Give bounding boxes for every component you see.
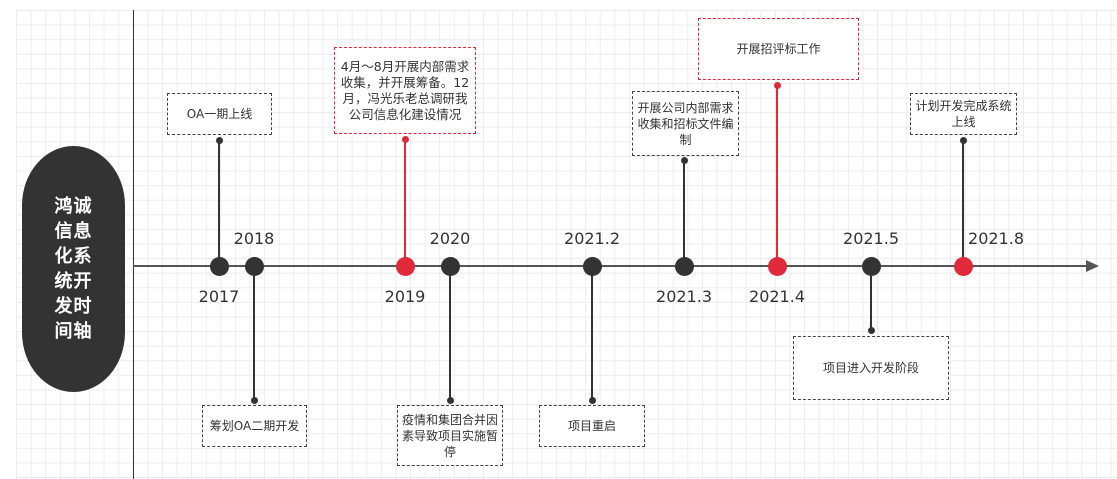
node-2020[interactable] (440, 257, 460, 276)
event-box-2019[interactable]: 4月～8月开展内部需求收集，并开展筹备。12月，冯光乐老总调研我公司信息化建设情… (334, 47, 476, 134)
event-box-2021-8[interactable]: 计划开发完成系统上线 (910, 93, 1017, 135)
connector-2018 (253, 266, 255, 400)
timeline-title[interactable]: 鸿诚信息化系统开发时间轴 (22, 146, 125, 392)
node-2017[interactable] (209, 257, 229, 276)
node-2021-5[interactable] (861, 257, 881, 276)
node-2021-3[interactable] (674, 257, 694, 276)
year-label: 2020 (429, 229, 471, 248)
connector-dot (250, 396, 258, 404)
year-label: 2021.8 (968, 229, 1024, 248)
connector-dot (401, 135, 409, 143)
year-label: 2021.2 (564, 229, 620, 248)
connector-dot (588, 396, 596, 404)
canvas-grid (16, 10, 1117, 479)
event-box-2021-3[interactable]: 开展公司内部需求收集和招标文件编制 (632, 91, 739, 156)
node-2019[interactable] (395, 257, 415, 276)
connector-dot (959, 136, 967, 144)
event-box-2021-5[interactable]: 项目进入开发阶段 (793, 336, 949, 400)
year-label: 2017 (198, 287, 240, 306)
year-label: 2021.4 (749, 287, 805, 306)
connector-2021-4 (776, 85, 778, 266)
year-label: 2018 (233, 229, 275, 248)
node-2021-8[interactable] (953, 257, 973, 276)
title-text: 鸿诚信息化系统开发时间轴 (54, 196, 93, 342)
event-box-2021-4[interactable]: 开展招评标工作 (698, 18, 859, 80)
connector-dot (215, 136, 223, 144)
year-label: 2021.5 (843, 229, 899, 248)
event-box-2021-2[interactable]: 项目重启 (539, 405, 645, 447)
node-2021-2[interactable] (582, 257, 602, 276)
connector-2020 (449, 266, 451, 400)
event-box-2020[interactable]: 疫情和集团合并因素导致项目实施暂停 (397, 405, 503, 466)
connector-dot (867, 326, 875, 334)
node-2018[interactable] (244, 257, 264, 276)
event-box-2017[interactable]: OA一期上线 (167, 93, 272, 135)
event-box-2018[interactable]: 筹划OA二期开发 (202, 405, 307, 447)
year-label: 2021.3 (656, 287, 712, 306)
year-label: 2019 (384, 287, 426, 306)
connector-2017 (218, 140, 220, 266)
timeline-axis[interactable] (133, 265, 1091, 267)
connector-2021-8 (962, 140, 964, 266)
connector-dot (680, 156, 688, 164)
node-2021-4[interactable] (767, 257, 787, 276)
axis-arrow-icon (1086, 260, 1099, 272)
vertical-divider (133, 10, 134, 479)
connector-dot (773, 81, 781, 89)
connector-dot (446, 396, 454, 404)
connector-2021-5 (870, 266, 872, 330)
connector-2021-3 (683, 160, 685, 266)
connector-2019 (404, 139, 406, 266)
connector-2021-2 (591, 266, 593, 400)
